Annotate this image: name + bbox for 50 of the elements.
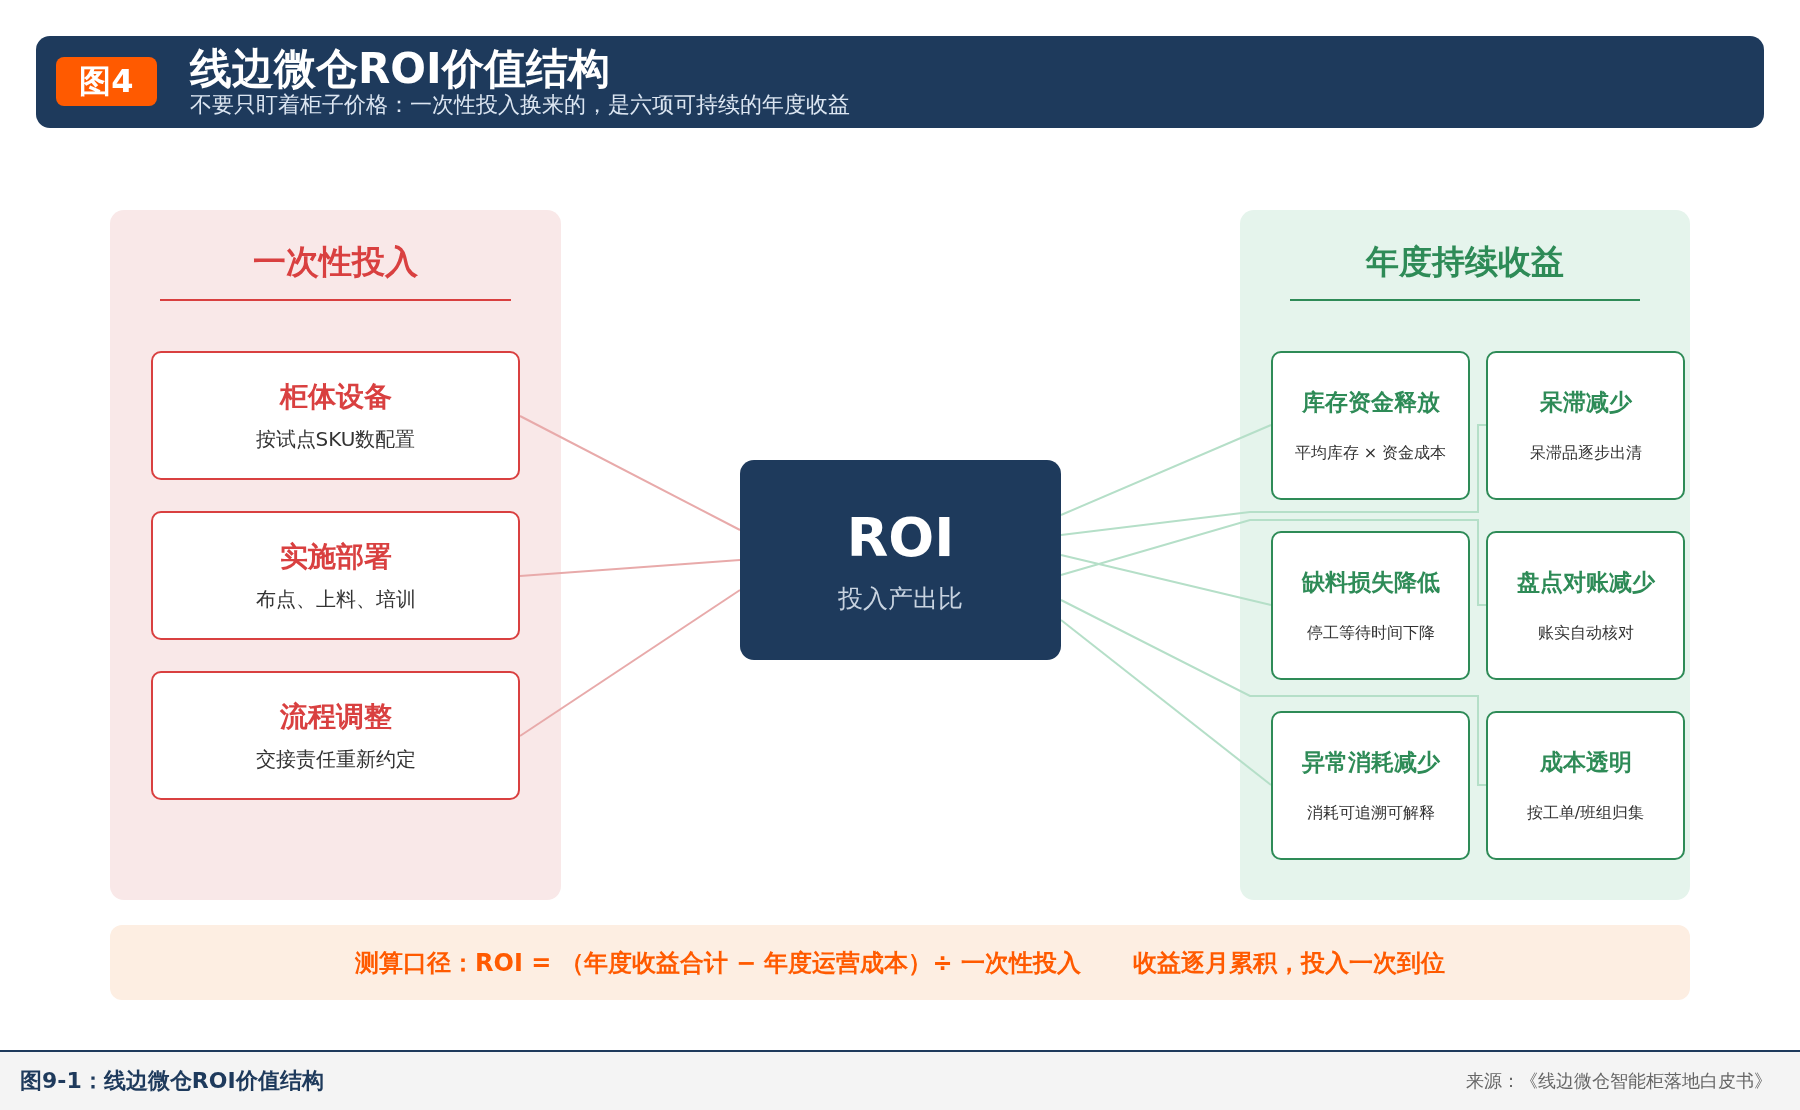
connector-line xyxy=(1060,424,1487,536)
node-heading: 实施部署 xyxy=(279,539,392,574)
node-heading: 盘点对账减少 xyxy=(1516,569,1655,597)
node-heading: 缺料损失降低 xyxy=(1301,569,1440,597)
connector-line xyxy=(519,559,741,577)
connector-line xyxy=(1060,554,1272,606)
connector-line xyxy=(1060,424,1272,516)
node-description: 布点、上料、培训 xyxy=(255,587,416,612)
node-heading: 柜体设备 xyxy=(279,379,392,414)
connector-line xyxy=(1060,599,1487,786)
node-description: 平均库存 × 资金成本 xyxy=(1294,442,1447,462)
connector-line xyxy=(1060,519,1487,606)
node-heading: 成本透明 xyxy=(1539,749,1632,777)
node-description: 账实自动核对 xyxy=(1537,622,1634,642)
connector-line xyxy=(1060,619,1272,786)
node-description: 消耗可追溯可解释 xyxy=(1306,802,1435,822)
panel-heading: 年度持续收益 xyxy=(1364,242,1565,282)
node-heading: 流程调整 xyxy=(279,699,392,734)
node-description: 交接责任重新约定 xyxy=(255,747,416,772)
node-heading: 库存资金释放 xyxy=(1301,389,1440,417)
formula-text: 测算口径：ROI = （年度收益合计 − 年度运营成本）÷ 一次性投入 xyxy=(355,947,1081,979)
benefit-item-box xyxy=(1271,711,1470,860)
figure-badge: 图4 xyxy=(56,57,157,106)
connector-line xyxy=(519,415,741,531)
node-heading: 呆滞减少 xyxy=(1539,389,1632,417)
panel-heading: 一次性投入 xyxy=(252,242,419,282)
node-heading: 异常消耗减少 xyxy=(1301,749,1440,777)
node-description: 停工等待时间下降 xyxy=(1306,622,1435,642)
figure-caption: 图9-1：线边微仓ROI价值结构 xyxy=(20,1067,324,1095)
source-note: 来源：《线边微仓智能柜落地白皮书》 xyxy=(1466,1069,1772,1093)
benefit-item-box xyxy=(1486,531,1685,680)
cost-item-box xyxy=(151,671,520,800)
cost-item-box xyxy=(151,351,520,480)
benefit-item-box xyxy=(1271,351,1470,500)
cost-item-box xyxy=(151,511,520,640)
roi-box xyxy=(740,460,1061,660)
benefit-item-box xyxy=(1271,531,1470,680)
benefit-item-box xyxy=(1486,351,1685,500)
node-description: 投入产出比 xyxy=(838,584,963,615)
input-panel xyxy=(110,210,561,900)
connector-line xyxy=(519,589,741,737)
title: 线边微仓ROI价值结构 xyxy=(190,44,610,93)
benefit-panel xyxy=(1240,210,1690,900)
node-heading: ROI xyxy=(846,505,955,571)
node-description: 按试点SKU数配置 xyxy=(255,427,416,452)
note-text: 收益逐月累积，投入一次到位 xyxy=(1132,947,1445,979)
node-description: 按工单/班组归集 xyxy=(1526,802,1645,822)
node-description: 呆滞品逐步出清 xyxy=(1529,442,1642,462)
subtitle: 不要只盯着柜子价格：一次性投入换来的，是六项可持续的年度收益 xyxy=(190,92,850,118)
benefit-item-box xyxy=(1486,711,1685,860)
